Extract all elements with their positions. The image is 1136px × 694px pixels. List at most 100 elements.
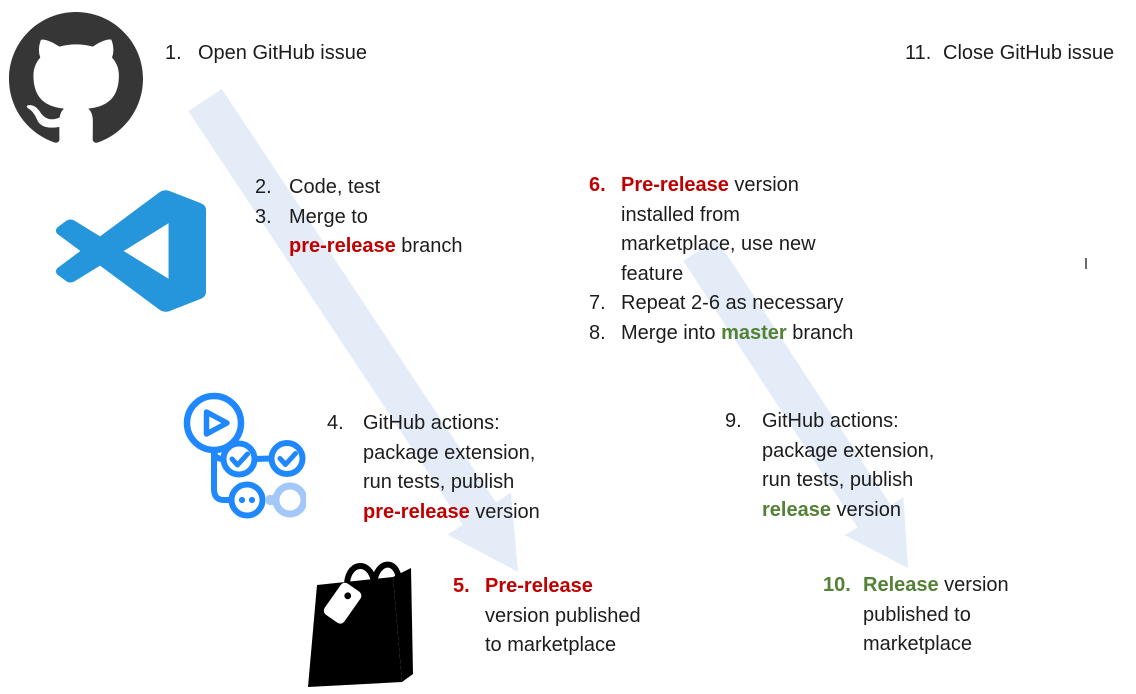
indent-spacer	[327, 468, 363, 498]
github-actions-logo	[183, 392, 306, 519]
highlight-master: master	[721, 321, 787, 344]
step-7: 7. Repeat 2-6 as necessary	[589, 289, 853, 319]
step-number: 8.	[589, 321, 606, 344]
step-text: installed from	[621, 203, 740, 226]
price-tag	[323, 582, 362, 624]
step-text-rest: version	[469, 500, 540, 523]
step-9-continued: release version	[725, 496, 934, 526]
flow-arrow-prerelease	[188, 88, 519, 573]
step-text: Pre-release	[485, 572, 593, 602]
step-6-continued: installed from	[589, 201, 853, 231]
step-text: pre-release version	[363, 498, 540, 528]
indent-spacer	[725, 496, 762, 526]
highlight-pre-release: Pre-release	[485, 575, 593, 597]
indent-spacer	[453, 631, 485, 661]
step-text-rest: version	[728, 174, 799, 196]
step-2: 2. Code, test	[255, 173, 462, 203]
step-9-continued: package extension,	[725, 437, 934, 467]
step-6-continued: marketplace, use new	[589, 230, 853, 260]
step-text: pre-release branch	[289, 232, 462, 262]
steps-6-8: 6. Pre-release version installed from ma…	[589, 171, 853, 348]
step-number: 1.	[165, 42, 182, 64]
step-text-rest: version	[938, 574, 1009, 596]
step-6: 6. Pre-release version	[589, 171, 853, 201]
bag-side-fold	[393, 568, 413, 682]
step-4-continued: pre-release version	[327, 498, 540, 528]
indent-spacer	[725, 437, 762, 467]
step-text: Merge to	[289, 205, 368, 228]
step-text-rest: version	[830, 498, 901, 521]
step-1: 1. Open GitHub issue	[165, 39, 367, 69]
dot-icon	[238, 496, 246, 504]
step-4-continued: run tests, publish	[327, 468, 540, 498]
step-text: package extension,	[762, 439, 935, 462]
step-text: Repeat 2-6 as necessary	[621, 292, 844, 314]
vscode-logo	[56, 190, 206, 312]
check-icon	[229, 451, 250, 468]
indent-spacer	[589, 260, 621, 290]
step-line: 9. GitHub actions:	[725, 407, 934, 437]
step-text: feature	[621, 262, 684, 285]
step-text-rest: branch	[786, 321, 854, 344]
step-9-continued: run tests, publish	[725, 466, 934, 496]
highlight-release: Release	[863, 574, 939, 596]
step-11: 11. Close GitHub issue	[905, 39, 1114, 69]
step-number: 6.	[589, 174, 606, 196]
step-text: published to	[863, 603, 971, 626]
step-number: 2.	[255, 176, 272, 198]
step-text: Code, test	[289, 176, 381, 198]
check-icon	[277, 451, 298, 467]
step-text: release version	[762, 496, 901, 526]
step-text: GitHub actions:	[363, 412, 500, 434]
step-text: version published	[485, 604, 641, 627]
indent-spacer	[823, 601, 863, 631]
step-text: Pre-release version	[621, 171, 799, 201]
step-10-continued: marketplace	[823, 630, 1009, 660]
step-text: marketplace, use new	[621, 233, 816, 255]
step-4-continued: package extension,	[327, 439, 540, 469]
step-number: 10.	[823, 574, 851, 596]
highlight-pre-release: Pre-release	[621, 174, 729, 196]
indent-spacer	[823, 630, 863, 660]
step-9: 9. GitHub actions: package extension, ru…	[725, 407, 934, 525]
indent-spacer	[327, 498, 363, 528]
actions-check-node-1	[220, 440, 258, 478]
step-number: 4.	[327, 412, 344, 434]
step-10: 10. Release version published to marketp…	[823, 571, 1009, 660]
indent-spacer	[255, 232, 289, 262]
step-number: 3.	[255, 205, 272, 228]
indent-spacer	[589, 201, 621, 231]
step-text: GitHub actions:	[762, 410, 899, 432]
step-line: 5. Pre-release	[453, 572, 641, 602]
step-number: 11.	[905, 42, 932, 64]
step-text: Close GitHub issue	[943, 42, 1115, 64]
marketplace-bag-icon	[308, 561, 413, 687]
step-6-continued: feature	[589, 260, 853, 290]
indent-spacer	[725, 466, 762, 496]
highlight-pre-release: pre-release	[363, 500, 470, 523]
indent-spacer	[453, 602, 485, 632]
indent-spacer	[327, 439, 363, 469]
actions-faded-node	[272, 482, 306, 518]
steps-2-3: 2. Code, test 3. Merge to pre-release br…	[255, 173, 462, 262]
stray-cursor-mark	[1085, 258, 1087, 269]
step-line: 1. Open GitHub issue	[165, 39, 367, 69]
step-text: Open GitHub issue	[198, 42, 367, 64]
step-line: 4. GitHub actions:	[327, 409, 540, 439]
step-text-rest: branch	[395, 235, 463, 257]
highlight-release: release	[762, 498, 831, 521]
bag-handle	[343, 563, 377, 588]
step-number: 5.	[453, 575, 470, 597]
step-text-pre: Merge into	[621, 321, 722, 344]
step-text: Merge into master branch	[621, 319, 853, 349]
step-8: 8. Merge into master branch	[589, 319, 853, 349]
step-text: run tests, publish	[762, 469, 914, 491]
step-5-continued: to marketplace	[453, 631, 641, 661]
github-octocat-logo	[9, 12, 143, 143]
step-5-continued: version published	[453, 602, 641, 632]
step-3-continued: pre-release branch	[255, 232, 462, 262]
step-text: to marketplace	[485, 634, 617, 656]
step-text: marketplace	[863, 633, 972, 655]
step-number: 9.	[725, 410, 742, 432]
